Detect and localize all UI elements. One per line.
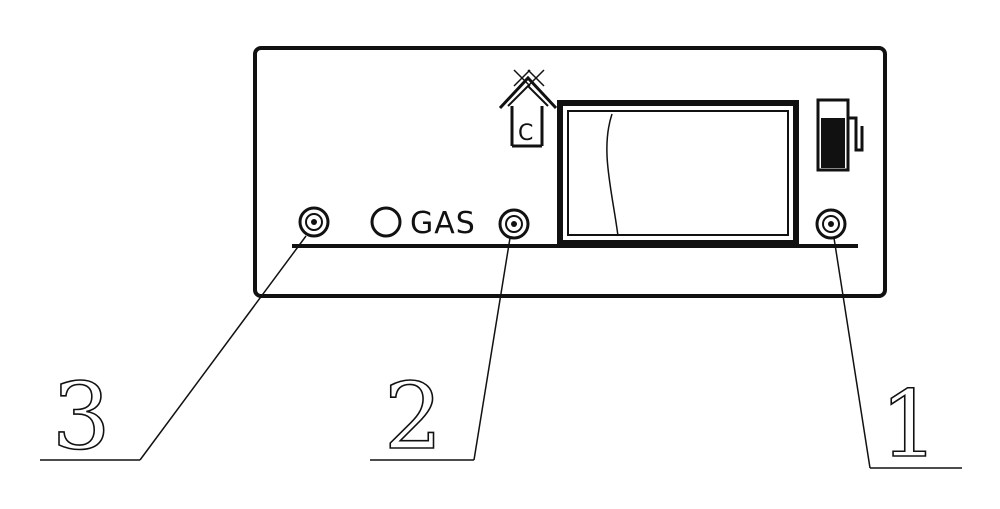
connector-2 xyxy=(498,208,530,240)
leader-line-3 xyxy=(40,235,307,461)
leader-line-2 xyxy=(370,237,511,461)
display-window xyxy=(557,100,799,246)
gas-label: GAS xyxy=(410,206,476,241)
house-letter: C xyxy=(518,121,533,146)
connector-3 xyxy=(298,206,330,238)
house-c-icon: C xyxy=(498,69,558,148)
connector-1 xyxy=(815,208,847,240)
callout-number-3: 3 xyxy=(52,363,111,470)
fuel-pump-icon xyxy=(816,98,864,172)
callout-number-2: 2 xyxy=(384,363,443,470)
indicator-lamp xyxy=(370,206,402,238)
leader-line-1 xyxy=(833,237,962,469)
panel-frame xyxy=(253,46,887,298)
callout-number-1: 1 xyxy=(880,371,939,478)
